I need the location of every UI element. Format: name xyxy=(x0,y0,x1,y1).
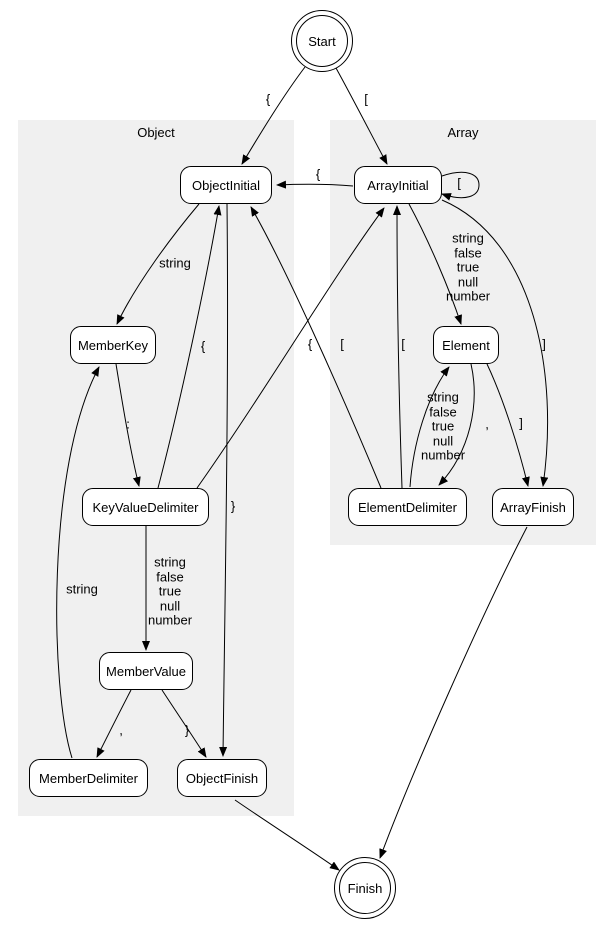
state-memberdelimiter: MemberDelimiter xyxy=(29,759,148,797)
edge-label-start-arrayinitial: [ xyxy=(364,91,368,107)
edge-label-elementdelimiter-element: string false true null number xyxy=(420,389,466,463)
state-element: Element xyxy=(433,326,499,364)
state-membervalue: MemberValue xyxy=(99,652,193,690)
edge-label-memberkey-keyvaluedelimiter: : xyxy=(126,416,130,432)
edge-label-memberdelimiter-memberkey: string xyxy=(66,581,98,597)
edge-objectinitial-objectfinish xyxy=(219,203,229,757)
state-arrayinitial: ArrayInitial xyxy=(354,166,442,204)
edge-arrayfinish-finish xyxy=(379,526,528,859)
state-start-label: Start xyxy=(308,33,336,49)
edge-element-elementdelimiter xyxy=(438,363,475,486)
edge-arrayinitial-self-loop xyxy=(441,171,480,201)
state-objectinitial: ObjectInitial xyxy=(180,166,272,204)
edge-start-objectinitial xyxy=(241,66,306,165)
cluster-object: Object xyxy=(18,120,294,816)
edge-label-keyvaluedelimiter-objectinitial: { xyxy=(200,338,206,354)
cluster-object-label: Object xyxy=(137,125,175,140)
edge-elementdelimiter-element xyxy=(409,366,450,488)
state-keyvaluedelimiter: KeyValueDelimiter xyxy=(82,488,209,526)
state-start-inner: Start xyxy=(296,15,348,67)
edge-objectfinish-finish xyxy=(234,799,340,871)
edge-membervalue-memberdelimiter xyxy=(96,689,132,758)
edge-label-elementdelimiter-arrayinitial: [ xyxy=(401,336,405,352)
edge-arrayinitial-element xyxy=(408,203,462,325)
edge-label-objectinitial-objectfinish: } xyxy=(230,498,236,514)
state-finish-label: Finish xyxy=(347,880,383,896)
edge-label-arrayinitial-element: string false true null number xyxy=(445,230,491,304)
edge-arrayinitial-arrayfinish xyxy=(441,199,549,487)
state-start: Start xyxy=(291,10,353,72)
edge-membervalue-objectfinish xyxy=(161,689,207,758)
edge-elementdelimiter-objectinitial xyxy=(250,206,382,489)
edge-label-arrayinitial-objectinitial: { xyxy=(315,166,321,182)
edge-label-objectinitial-memberkey: string xyxy=(159,255,191,271)
state-finish: Finish xyxy=(334,857,396,919)
state-memberkey: MemberKey xyxy=(70,326,156,364)
edge-label-membervalue-objectfinish: } xyxy=(184,722,190,738)
edge-memberdelimiter-memberkey xyxy=(56,366,100,759)
edge-start-arrayinitial xyxy=(335,67,388,165)
edge-elementdelimiter-arrayinitial xyxy=(393,205,403,489)
edge-element-arrayfinish xyxy=(486,363,530,487)
edge-label-keyvaluedelimiter-arrayinitial: [ xyxy=(340,336,344,352)
edge-label-keyvaluedelimiter-membervalue: string false true null number xyxy=(147,554,193,628)
edge-label-membervalue-memberdelimiter: , xyxy=(119,722,123,738)
edge-label-element-elementdelimiter: , xyxy=(485,416,489,432)
state-finish-inner: Finish xyxy=(339,862,391,914)
edge-label-arrayinitial-self-loop: [ xyxy=(457,175,461,191)
state-arrayfinish: ArrayFinish xyxy=(492,488,574,526)
edge-label-elementdelimiter-objectinitial: { xyxy=(307,336,313,352)
cluster-array-label: Array xyxy=(447,125,479,140)
edge-arrayinitial-objectinitial xyxy=(276,180,354,189)
edge-objectinitial-memberkey xyxy=(116,203,200,325)
state-elementdelimiter: ElementDelimiter xyxy=(348,488,467,526)
edge-label-arrayinitial-arrayfinish: ] xyxy=(542,336,546,352)
edge-label-element-arrayfinish: ] xyxy=(519,415,523,431)
state-objectfinish: ObjectFinish xyxy=(177,759,267,797)
edge-keyvaluedelimiter-arrayinitial xyxy=(196,207,385,489)
edge-keyvaluedelimiter-objectinitial xyxy=(157,205,222,489)
edge-label-start-objectinitial: { xyxy=(265,91,271,107)
edge-memberkey-keyvaluedelimiter xyxy=(115,363,141,487)
